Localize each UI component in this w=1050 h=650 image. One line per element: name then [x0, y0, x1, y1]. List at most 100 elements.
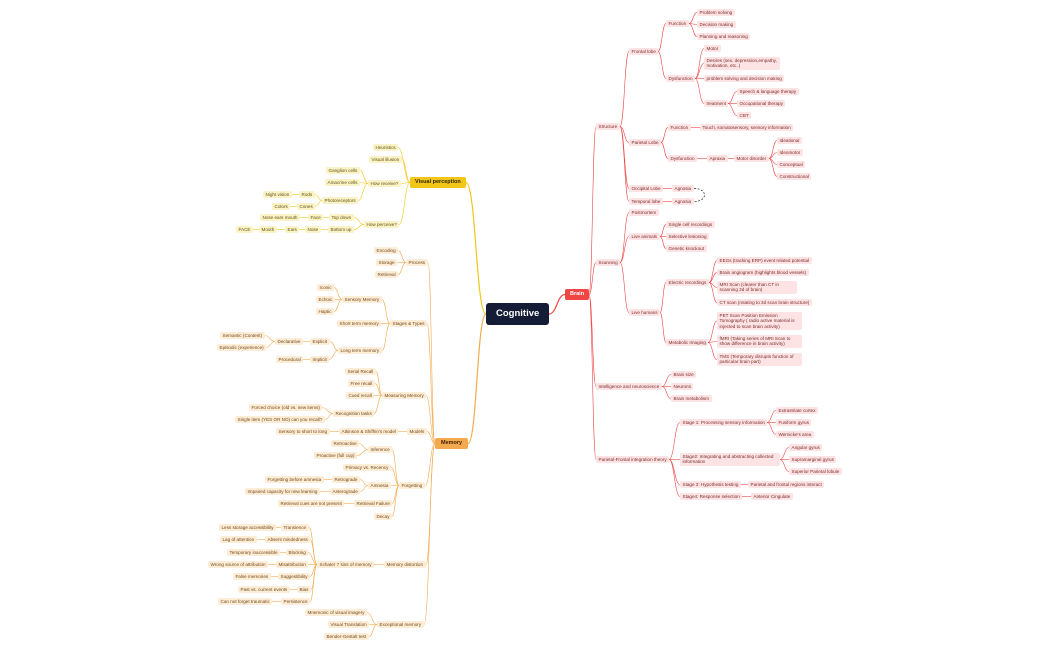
transience-desc-node[interactable]: Less storage accessibility — [219, 524, 277, 532]
fmri-node[interactable]: fMRI (Taking series of MRI Scan to show … — [717, 335, 802, 348]
brain-size-node[interactable]: Brain size — [671, 371, 697, 379]
anterograde-desc-node[interactable]: Impaired capacity for new learning — [245, 488, 320, 496]
iconic-node[interactable]: Iconic — [317, 284, 335, 292]
stage1-node[interactable]: Stage 1: Processing sensory information — [680, 419, 768, 427]
conceptual-node[interactable]: Conceptual — [777, 161, 806, 169]
wernicke-node[interactable]: Wernicke's area — [776, 431, 814, 439]
stage2-node[interactable]: Stage2: Integrating and abstracting coll… — [680, 453, 780, 466]
long-term-node[interactable]: Long term memory — [338, 347, 382, 355]
desires-node[interactable]: Desires (sex, depression,empathy, motiva… — [704, 57, 780, 70]
suggestibility-desc-node[interactable]: False memories — [233, 573, 271, 581]
process-node[interactable]: Process — [406, 259, 428, 267]
parietal-function-node[interactable]: Function — [668, 124, 691, 132]
problem-solving-node[interactable]: Problem solving — [697, 9, 735, 17]
misattribution-node[interactable]: Misattribution — [276, 561, 309, 569]
problem-solving-decision-node[interactable]: problem solving and decision making — [704, 75, 785, 83]
forgetting-node[interactable]: Forgetting — [399, 482, 425, 490]
declarative-node[interactable]: Declarative — [275, 338, 303, 346]
intelligence-node[interactable]: Intelligence and neuroscience — [596, 383, 662, 391]
retrograde-desc-node[interactable]: Forgetting before amnesia — [265, 476, 324, 484]
treatment-node[interactable]: treatment — [704, 100, 729, 108]
interference-node[interactable]: Inference — [368, 446, 393, 454]
nose-node[interactable]: Nose — [305, 226, 321, 234]
sensory-memory-node[interactable]: Sensory Memory — [342, 296, 382, 304]
ct-scan-node[interactable]: CT scan (rotating to 3d scan brain struc… — [717, 299, 812, 307]
retrieval-failure-node[interactable]: Retrieval Failure — [354, 500, 393, 508]
free-recall-node[interactable]: Free recall — [348, 380, 375, 388]
occipital-lobe-node[interactable]: Occipital Lobe — [629, 185, 664, 193]
cbt-node[interactable]: CBT — [737, 112, 752, 120]
retrieval-desc-node[interactable]: Retrieval cues are not present — [278, 500, 345, 508]
face-node[interactable]: Face — [308, 214, 324, 222]
night-vision-node[interactable]: Night vision — [263, 191, 292, 199]
single-cell-node[interactable]: Single cell recordings — [666, 221, 715, 229]
retroactive-node[interactable]: Retroactive — [331, 440, 360, 448]
eeg-node[interactable]: EEGs (tracking ERP) event related potent… — [717, 257, 812, 265]
frontal-dysfunction-node[interactable]: Dysfunction — [666, 75, 696, 83]
short-term-node[interactable]: Short term memory — [337, 320, 382, 328]
face-caps-node[interactable]: FACE — [236, 226, 253, 234]
bias-desc-node[interactable]: Past vs. current events — [238, 586, 290, 594]
amnesia-node[interactable]: Amnesia — [368, 482, 391, 490]
how-receive-node[interactable]: How receive? — [368, 180, 401, 188]
neurons-node[interactable]: Neurons — [671, 383, 694, 391]
planning-reasoning-node[interactable]: Planning and reasoning — [697, 33, 751, 41]
nose-ears-mouth-node[interactable]: Nose ears mouth — [260, 214, 300, 222]
absent-mindedness-node[interactable]: Absent mindedness — [265, 536, 311, 544]
electric-recordings-node[interactable]: Electric recordings — [666, 279, 709, 287]
superior-parietal-node[interactable]: Superior Parietal lobule — [789, 468, 842, 476]
implicit-node[interactable]: Implicit — [310, 356, 330, 364]
proactive-node[interactable]: Proactive (full cup) — [314, 452, 358, 460]
encoding-node[interactable]: Encoding — [374, 247, 399, 255]
visual-translation-node[interactable]: Visual Translation — [328, 621, 370, 629]
explicit-node[interactable]: Explicit — [310, 338, 330, 346]
serial-recall-node[interactable]: Serial Recall — [345, 368, 376, 376]
anterograde-node[interactable]: Anterograde — [330, 488, 361, 496]
mri-scan-node[interactable]: MRI Scan (clearer than CT in scanning 3d… — [717, 281, 797, 294]
root-node[interactable]: Cognitive — [486, 303, 550, 325]
tms-node[interactable]: TMS (Temporary disrupts function of part… — [717, 353, 802, 366]
bottom-up-node[interactable]: Bottom up — [328, 226, 354, 234]
bias-node[interactable]: Bias — [297, 586, 311, 594]
ideomotor-node[interactable]: Ideomotor — [777, 149, 803, 157]
recognition-tasks-node[interactable]: Recognition tasks — [333, 410, 375, 418]
frontal-lobe-node[interactable]: Frontal lobe — [629, 48, 659, 56]
pfit-node[interactable]: Parietal-Frontal integration theory — [596, 456, 670, 464]
episodic-node[interactable]: Episodic (experience) — [217, 344, 267, 352]
parietal-frontal-interact-node[interactable]: Parietal and frontal regions interact — [748, 481, 825, 489]
single-item-node[interactable]: Single item (YES OR NO) can you recall? — [235, 416, 325, 424]
parietal-dysfunction-node[interactable]: Dysfunction — [668, 155, 698, 163]
touch-somatosensory-node[interactable]: Touch, somatosensory, sensory informatio… — [700, 124, 794, 132]
metabolic-imaging-node[interactable]: Metabolic Imaging — [666, 339, 709, 347]
supramarginal-node[interactable]: Supramarginal gyrus — [789, 456, 837, 464]
temporal-lobe-node[interactable]: Temporal lobe — [629, 198, 663, 206]
motor-disorder-node[interactable]: Motor disorder — [734, 155, 769, 163]
visual-perception-node[interactable]: Visual perception — [410, 177, 466, 188]
storage-node[interactable]: Storage — [376, 259, 398, 267]
blocking-desc-node[interactable]: Temporary inaccessible — [227, 549, 280, 557]
selective-lesioning-node[interactable]: Selective lesioning — [666, 233, 710, 241]
occipital-agnosia-node[interactable]: Agnosia — [672, 185, 694, 193]
persistence-desc-node[interactable]: Can not forget traumatic — [218, 598, 273, 606]
live-animals-node[interactable]: Live animals — [629, 233, 660, 241]
misattribution-desc-node[interactable]: Wrong source of attribution — [208, 561, 269, 569]
persistence-node[interactable]: Persistence — [281, 598, 311, 606]
ears-node[interactable]: Ears — [285, 226, 300, 234]
memory-node[interactable]: Memory — [435, 438, 469, 449]
temporal-agnosia-node[interactable]: Agnosia — [672, 198, 694, 206]
anterior-cingulate-node[interactable]: Anterior Cingulate — [751, 493, 793, 501]
cones-node[interactable]: Cones — [297, 203, 316, 211]
brain-metabolism-node[interactable]: Brain metabolism — [671, 395, 712, 403]
parietal-lobe-node[interactable]: Parietal Lobe — [629, 139, 662, 147]
motor-node[interactable]: Motor — [704, 45, 721, 53]
visual-illusion-node[interactable]: Visual illusion — [369, 156, 402, 164]
retrograde-node[interactable]: Retrograde — [332, 476, 360, 484]
memory-distortion-node[interactable]: Memory distortion — [384, 561, 426, 569]
top-down-node[interactable]: Top down — [329, 214, 354, 222]
forced-choice-node[interactable]: Forced choice (old vs. new items) — [249, 404, 323, 412]
photoreceptors-node[interactable]: Photoreceptors — [322, 197, 359, 205]
primacy-recency-node[interactable]: Primacy vs. Recency — [343, 464, 391, 472]
semantic-node[interactable]: Semantic (Content) — [220, 332, 265, 340]
suggestibility-node[interactable]: Suggestibility — [278, 573, 311, 581]
echoic-node[interactable]: Echoic — [316, 296, 335, 304]
